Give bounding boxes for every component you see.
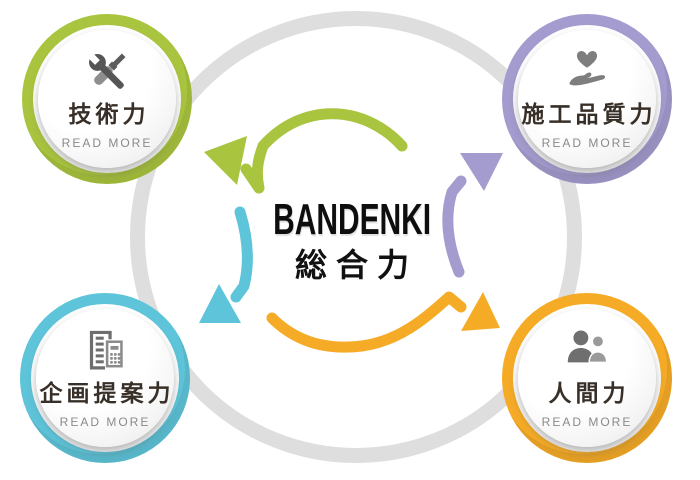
circle-quality-readmore[interactable]: READ MORE	[541, 136, 633, 151]
center-title-en: BANDENKI	[273, 195, 431, 244]
circle-human-label: 人間力	[548, 380, 630, 406]
circle-quality-inner: 施工品質力 READ MORE	[518, 30, 656, 168]
heart-hand-icon	[559, 44, 615, 100]
circle-human-inner: 人間力 READ MORE	[518, 309, 656, 447]
center-title: BANDENKI 総合力	[233, 198, 471, 283]
center-title-jp: 総合力	[294, 247, 418, 283]
circle-tech-readmore[interactable]: READ MORE	[61, 136, 153, 151]
circle-quality[interactable]: 施工品質力 READ MORE	[502, 14, 672, 184]
people-icon	[559, 323, 615, 379]
circle-human[interactable]: 人間力 READ MORE	[502, 293, 672, 463]
circle-planning-readmore[interactable]: READ MORE	[59, 415, 151, 430]
circle-human-readmore[interactable]: READ MORE	[541, 415, 633, 430]
circle-planning[interactable]: 企画提案力 READ MORE	[20, 293, 190, 463]
tools-icon	[80, 44, 134, 100]
circle-tech-label: 技術力	[68, 101, 150, 127]
building-calculator-icon	[78, 323, 132, 379]
circle-tech-inner: 技術力 READ MORE	[38, 30, 176, 168]
circle-planning-label: 企画提案力	[39, 380, 175, 406]
circle-planning-inner: 企画提案力 READ MORE	[36, 309, 174, 447]
circle-tech[interactable]: 技術力 READ MORE	[22, 14, 192, 184]
circle-quality-label: 施工品質力	[521, 101, 657, 127]
